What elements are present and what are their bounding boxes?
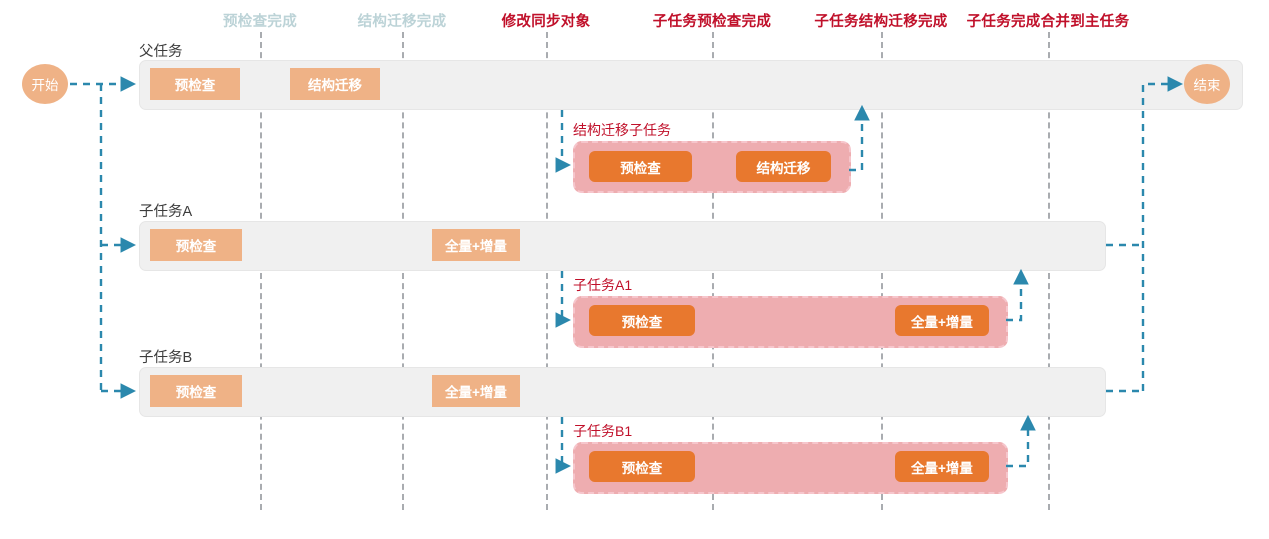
end-node[interactable]: 结束 <box>1184 64 1230 104</box>
connector-b1-return <box>1006 414 1036 468</box>
task-chip-subtask-b-precheck[interactable]: 预检查 <box>150 375 242 407</box>
lane-subtask-b <box>139 367 1106 417</box>
lane-title-subtask-b: 子任务B <box>139 350 193 366</box>
milestone-label-subtask-schema-done: 子任务结构迁移完成 <box>814 14 948 30</box>
milestone-label-precheck-done: 预检查完成 <box>223 14 297 30</box>
group-title-subtask-a1: 子任务A1 <box>573 277 633 293</box>
task-chip-parent-schema-migrate[interactable]: 结构迁移 <box>290 68 380 100</box>
connector-parent-to-schema-group <box>555 110 572 173</box>
milestone-line-5 <box>881 32 883 510</box>
task-chip-parent-precheck[interactable]: 预检查 <box>150 68 240 100</box>
milestone-label-subtask-precheck-done: 子任务预检查完成 <box>652 14 772 30</box>
task-chip-subtask-a1-full-incr[interactable]: 全量+增量 <box>895 305 989 336</box>
task-chip-subtask-b-full-incr[interactable]: 全量+增量 <box>432 375 520 407</box>
task-chip-subtask-a1-precheck[interactable]: 预检查 <box>589 305 695 336</box>
task-chip-subtask-b1-precheck[interactable]: 预检查 <box>589 451 695 482</box>
task-chip-subtask-a-precheck[interactable]: 预检查 <box>150 229 242 261</box>
lane-subtask-a <box>139 221 1106 271</box>
task-chip-subtask-b1-full-incr[interactable]: 全量+增量 <box>895 451 989 482</box>
milestone-line-1 <box>260 32 262 510</box>
lane-title-parent-task: 父任务 <box>139 44 183 60</box>
task-chip-subtask-precheck-schema[interactable]: 预检查 <box>589 151 692 182</box>
milestone-line-4 <box>712 32 714 510</box>
milestone-line-2 <box>402 32 404 510</box>
milestone-label-modify-sync-object: 修改同步对象 <box>501 14 591 30</box>
group-title-schema-migrate-subtask: 结构迁移子任务 <box>573 122 671 138</box>
lane-title-subtask-a: 子任务A <box>139 204 193 220</box>
milestone-line-6 <box>1048 32 1050 510</box>
connector-end-spine <box>1141 76 1184 391</box>
milestone-label-schema-migrate-done: 结构迁移完成 <box>357 14 447 30</box>
connector-subtask-b-to-b1 <box>555 417 572 474</box>
task-chip-subtask-schema-migrate[interactable]: 结构迁移 <box>736 151 831 182</box>
group-title-subtask-b1: 子任务B1 <box>573 423 633 439</box>
milestone-label-subtask-merge-main: 子任务完成合并到主任务 <box>966 14 1130 30</box>
connector-a1-return <box>1006 268 1029 322</box>
task-chip-subtask-a-full-incr[interactable]: 全量+增量 <box>432 229 520 261</box>
start-node[interactable]: 开始 <box>22 64 68 104</box>
connector-subtask-a-to-a1 <box>555 271 572 328</box>
milestone-line-3 <box>546 32 548 510</box>
